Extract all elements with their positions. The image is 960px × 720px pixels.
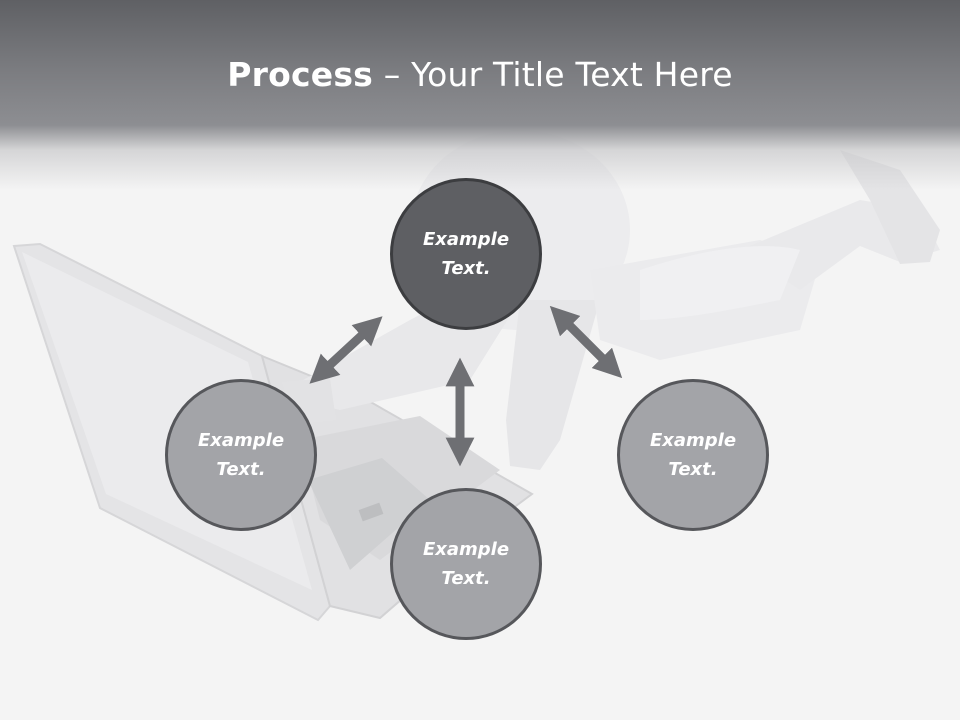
node-bottom-label: Example Text. <box>411 535 521 593</box>
node-top[interactable]: Example Text. <box>390 178 542 330</box>
node-top-line2: Text. <box>441 258 491 279</box>
slide-title: Process – Your Title Text Here <box>0 52 960 98</box>
node-right-line1: Example <box>649 430 737 451</box>
node-left-line1: Example <box>197 430 285 451</box>
node-top-label: Example Text. <box>411 225 521 283</box>
node-top-line1: Example <box>422 229 510 250</box>
title-bold: Process <box>227 55 374 94</box>
node-right-line2: Text. <box>668 459 718 480</box>
node-left-line2: Text. <box>216 459 266 480</box>
node-right[interactable]: Example Text. <box>617 379 769 531</box>
arrow-top-left <box>309 316 383 384</box>
header-band <box>0 0 960 190</box>
node-bottom-line1: Example <box>422 539 510 560</box>
arrow-top-right <box>549 305 623 379</box>
node-bottom[interactable]: Example Text. <box>390 488 542 640</box>
node-right-label: Example Text. <box>638 426 748 484</box>
node-left-label: Example Text. <box>186 426 296 484</box>
title-rest: – Your Title Text Here <box>373 55 733 94</box>
node-bottom-line2: Text. <box>441 568 491 589</box>
node-left[interactable]: Example Text. <box>165 379 317 531</box>
